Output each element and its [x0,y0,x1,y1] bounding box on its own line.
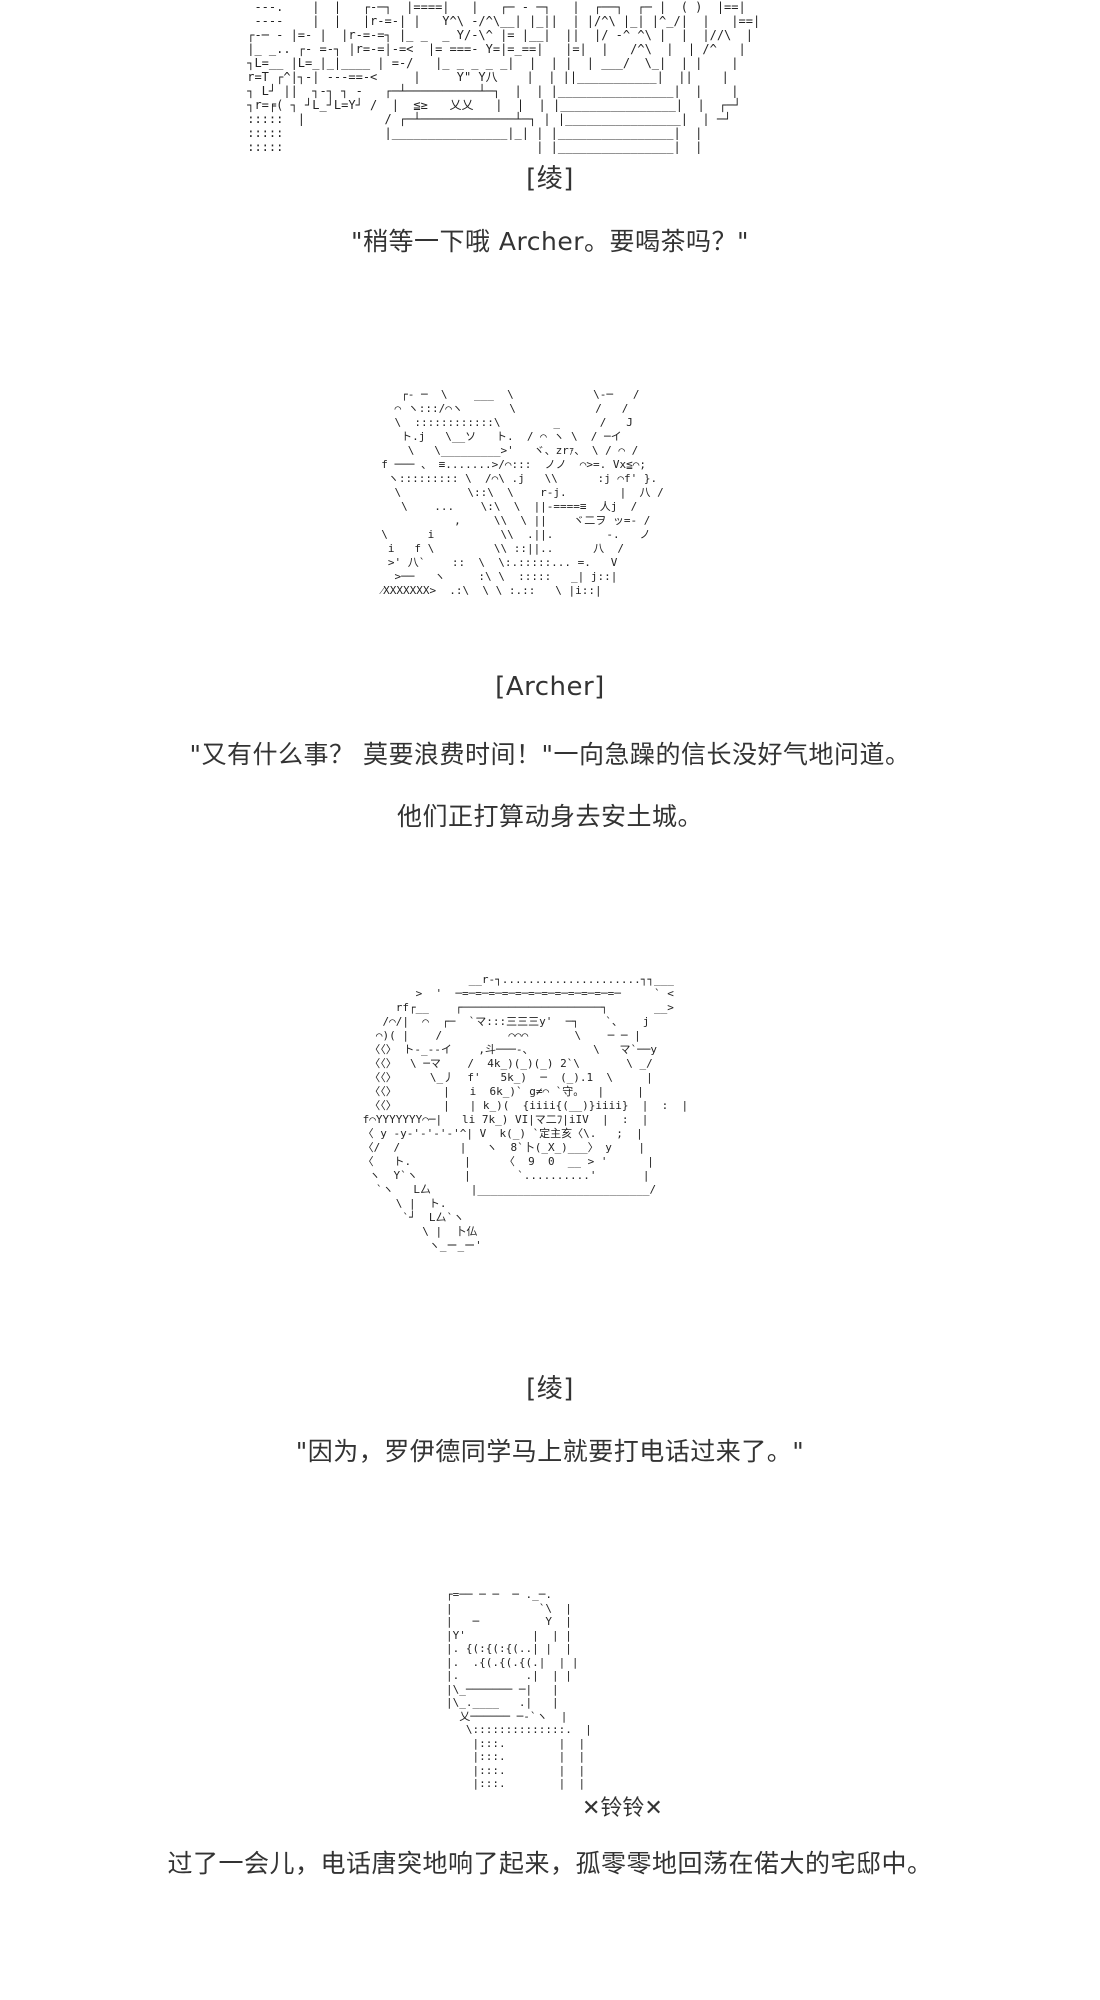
room-ascii-art: ---. | | ┌-─┐ |====| | ┌─ - ─┐ | ┌──┐ ┌─… [247,0,761,154]
archer-ascii-art: ┌- ─ \ ___ \ \-─ / ⌒ ヽ:::/⌒ヽ \ / / \ :::… [381,388,664,597]
dialogue-line: "稍等一下哦 Archer。要喝茶吗？" [350,227,750,256]
narration-line: 过了一会儿，电话唐突地响了起来，孤零零地回荡在偌大的宅邸中。 [167,1849,933,1878]
ringing-phone-ascii-art: ┌=── ─ ─ ─ ._─. | `\ | | ─ Y | |Y' | | |… [446,1588,592,1790]
telephone-ascii-art: __r-┐.....................┐┐___ > ' ─=─=… [362,973,689,1252]
speaker-label: [绫] [526,1374,574,1404]
dialogue-line: "因为，罗伊德同学马上就要打电话过来了。" [295,1437,805,1466]
speaker-label: [Archer] [495,672,605,702]
speaker-label: [绫] [526,164,574,194]
dialogue-line: "又有什么事？ 莫要浪费时间！"一向急躁的信长没好气地问道。 [189,740,911,769]
narration-line: 他们正打算动身去安土城。 [396,802,703,831]
ringing-sound-effect: ✕铃铃✕ [582,1796,663,1821]
